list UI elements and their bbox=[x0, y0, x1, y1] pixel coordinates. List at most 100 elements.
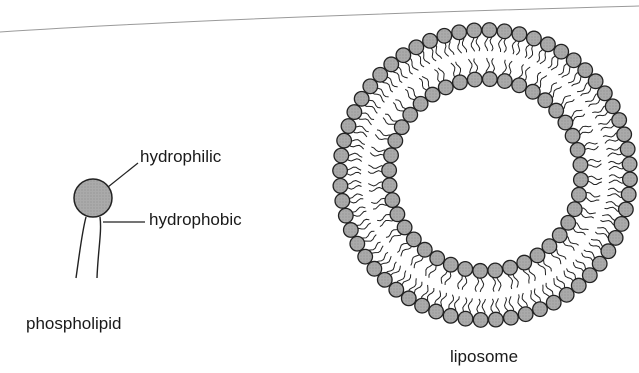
inner-leaflet-lipid bbox=[503, 260, 518, 289]
lipid-head bbox=[488, 263, 503, 278]
outer-leaflet-lipid bbox=[467, 23, 482, 51]
lipid-head bbox=[567, 202, 582, 217]
lipid-head bbox=[559, 288, 574, 303]
outer-leaflet-lipid bbox=[443, 295, 459, 323]
hydrophobic-label: hydrophobic bbox=[149, 210, 242, 229]
lipid-head bbox=[504, 310, 519, 325]
inner-leaflet-lipid bbox=[368, 178, 397, 193]
lipid-head bbox=[503, 260, 518, 275]
outer-leaflet-lipid bbox=[497, 24, 512, 52]
lipid-head bbox=[396, 48, 411, 63]
lipid-head bbox=[621, 187, 636, 202]
lipid-head bbox=[382, 178, 397, 193]
lipid-head bbox=[339, 208, 354, 223]
page-edge-line bbox=[0, 6, 639, 32]
lipid-head bbox=[546, 295, 561, 310]
lipid-head bbox=[333, 179, 348, 194]
lipid-head bbox=[467, 72, 482, 87]
lipid-head bbox=[452, 25, 467, 40]
lipid-head bbox=[561, 216, 576, 231]
lipid-head bbox=[527, 31, 542, 46]
outer-leaflet-lipid bbox=[608, 157, 636, 172]
outer-leaflet-lipid bbox=[603, 127, 632, 143]
lipid-head bbox=[347, 105, 362, 120]
lipid-head bbox=[558, 115, 573, 130]
outer-leaflet-lipid bbox=[489, 298, 504, 327]
lipid-head bbox=[358, 249, 373, 264]
lipid-head bbox=[423, 34, 438, 49]
lipid-head bbox=[334, 148, 349, 163]
phospholipid-tail-left bbox=[76, 217, 86, 278]
lipid-head bbox=[344, 223, 359, 238]
lipid-head bbox=[554, 44, 569, 59]
lipid-head bbox=[394, 120, 409, 135]
lipid-head bbox=[354, 91, 369, 106]
lipid-head bbox=[367, 261, 382, 276]
lipid-head bbox=[333, 163, 348, 178]
lipid-head bbox=[397, 220, 412, 235]
lipid-head bbox=[430, 251, 445, 266]
lipid-head bbox=[573, 157, 588, 172]
outer-leaflet-lipid bbox=[458, 298, 473, 326]
inner-leaflet-lipid bbox=[488, 263, 503, 292]
lipid-head bbox=[473, 264, 488, 279]
lipid-head bbox=[482, 23, 497, 38]
outer-leaflet-lipid bbox=[334, 148, 362, 163]
lipid-head bbox=[578, 63, 593, 78]
lipid-head bbox=[517, 255, 532, 270]
lipid-head bbox=[409, 40, 424, 55]
inner-leaflet-lipid bbox=[570, 143, 598, 158]
inner-leaflet-lipid bbox=[371, 193, 399, 209]
outer-leaflet-lipid bbox=[333, 163, 361, 178]
lipid-head bbox=[622, 157, 637, 172]
lipid-head bbox=[598, 86, 613, 101]
outer-leaflet-lipid bbox=[473, 299, 488, 327]
lipid-head bbox=[467, 23, 482, 38]
phospholipid-head bbox=[74, 179, 112, 217]
lipid-head bbox=[385, 193, 400, 208]
lipid-head bbox=[437, 29, 452, 44]
lipid-head bbox=[390, 207, 405, 222]
outer-leaflet-lipid bbox=[504, 296, 519, 325]
outer-leaflet-lipid bbox=[339, 207, 367, 223]
lipid-head bbox=[570, 143, 585, 158]
lipid-head bbox=[623, 172, 638, 187]
lipid-head bbox=[389, 282, 404, 297]
hydrophilic-pointer bbox=[108, 163, 138, 187]
lipid-head bbox=[473, 313, 488, 328]
lipid-head bbox=[337, 133, 352, 148]
lipid-head bbox=[489, 312, 504, 327]
lipid-head bbox=[453, 75, 468, 90]
outer-leaflet-lipid bbox=[335, 194, 363, 209]
lipid-head bbox=[377, 273, 392, 288]
phospholipid-molecule bbox=[74, 163, 145, 278]
lipid-head bbox=[592, 256, 607, 271]
outer-leaflet-lipid bbox=[333, 179, 361, 194]
lipid-head bbox=[497, 24, 512, 39]
lipid-head bbox=[363, 79, 378, 94]
lipid-head bbox=[444, 257, 459, 272]
liposome bbox=[333, 23, 637, 327]
inner-leaflet-lipid bbox=[451, 62, 467, 90]
lipid-head bbox=[617, 127, 632, 142]
lipid-head bbox=[583, 268, 598, 283]
hydrophilic-label: hydrophilic bbox=[140, 147, 222, 166]
inner-leaflet-lipid bbox=[573, 157, 601, 172]
lipid-head bbox=[443, 309, 458, 324]
inner-leaflet-lipid bbox=[574, 173, 602, 188]
inner-leaflet-lipid bbox=[370, 147, 398, 163]
lipid-head bbox=[382, 163, 397, 178]
liposome-label: liposome bbox=[450, 347, 518, 366]
lipid-head bbox=[401, 291, 416, 306]
lipid-head bbox=[565, 128, 580, 143]
inner-leaflet-lipid bbox=[458, 262, 473, 290]
inner-leaflet-lipid bbox=[473, 264, 488, 292]
lipid-head bbox=[574, 173, 589, 188]
lipid-head bbox=[620, 142, 635, 157]
lipid-head bbox=[512, 27, 527, 42]
lipid-head bbox=[458, 311, 473, 326]
inner-leaflet-lipid bbox=[497, 60, 512, 89]
lipid-head bbox=[605, 99, 620, 114]
